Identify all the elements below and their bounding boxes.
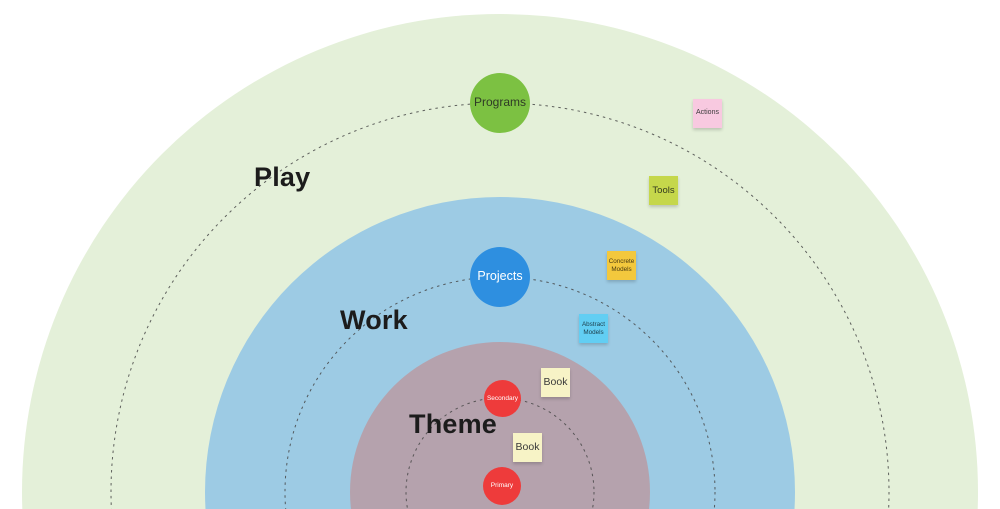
node-primary-label: Primary — [490, 482, 514, 490]
sticky-note-book-1-label: Book — [543, 375, 568, 388]
sticky-note-actions-label: Actions — [696, 109, 719, 117]
sticky-note-concrete-models[interactable]: Concrete Models — [607, 251, 636, 280]
sticky-note-abstract-models[interactable]: Abstract Models — [579, 314, 608, 343]
sticky-note-tools-label: Tools — [652, 184, 675, 196]
sticky-note-actions[interactable]: Actions — [693, 99, 722, 128]
sticky-note-book-1[interactable]: Book — [541, 368, 570, 397]
node-secondary[interactable]: Secondary — [484, 380, 521, 417]
zone-label-play[interactable]: Play — [254, 162, 311, 192]
zone-label-theme[interactable]: Theme — [409, 409, 498, 439]
node-projects-label: Projects — [477, 269, 523, 284]
sticky-note-book-2[interactable]: Book — [513, 433, 542, 462]
sticky-note-concrete-models-label: Concrete Models — [608, 257, 635, 273]
node-programs[interactable]: Programs — [470, 73, 530, 133]
sticky-note-abstract-models-label: Abstract Models — [581, 320, 606, 336]
sticky-note-tools[interactable]: Tools — [649, 176, 678, 205]
zone-label-work[interactable]: Work — [340, 305, 408, 335]
node-secondary-label: Secondary — [486, 394, 519, 402]
node-programs-label: Programs — [473, 95, 526, 110]
node-primary[interactable]: Primary — [483, 467, 521, 505]
sticky-note-book-2-label: Book — [515, 440, 540, 453]
node-projects[interactable]: Projects — [470, 247, 530, 307]
